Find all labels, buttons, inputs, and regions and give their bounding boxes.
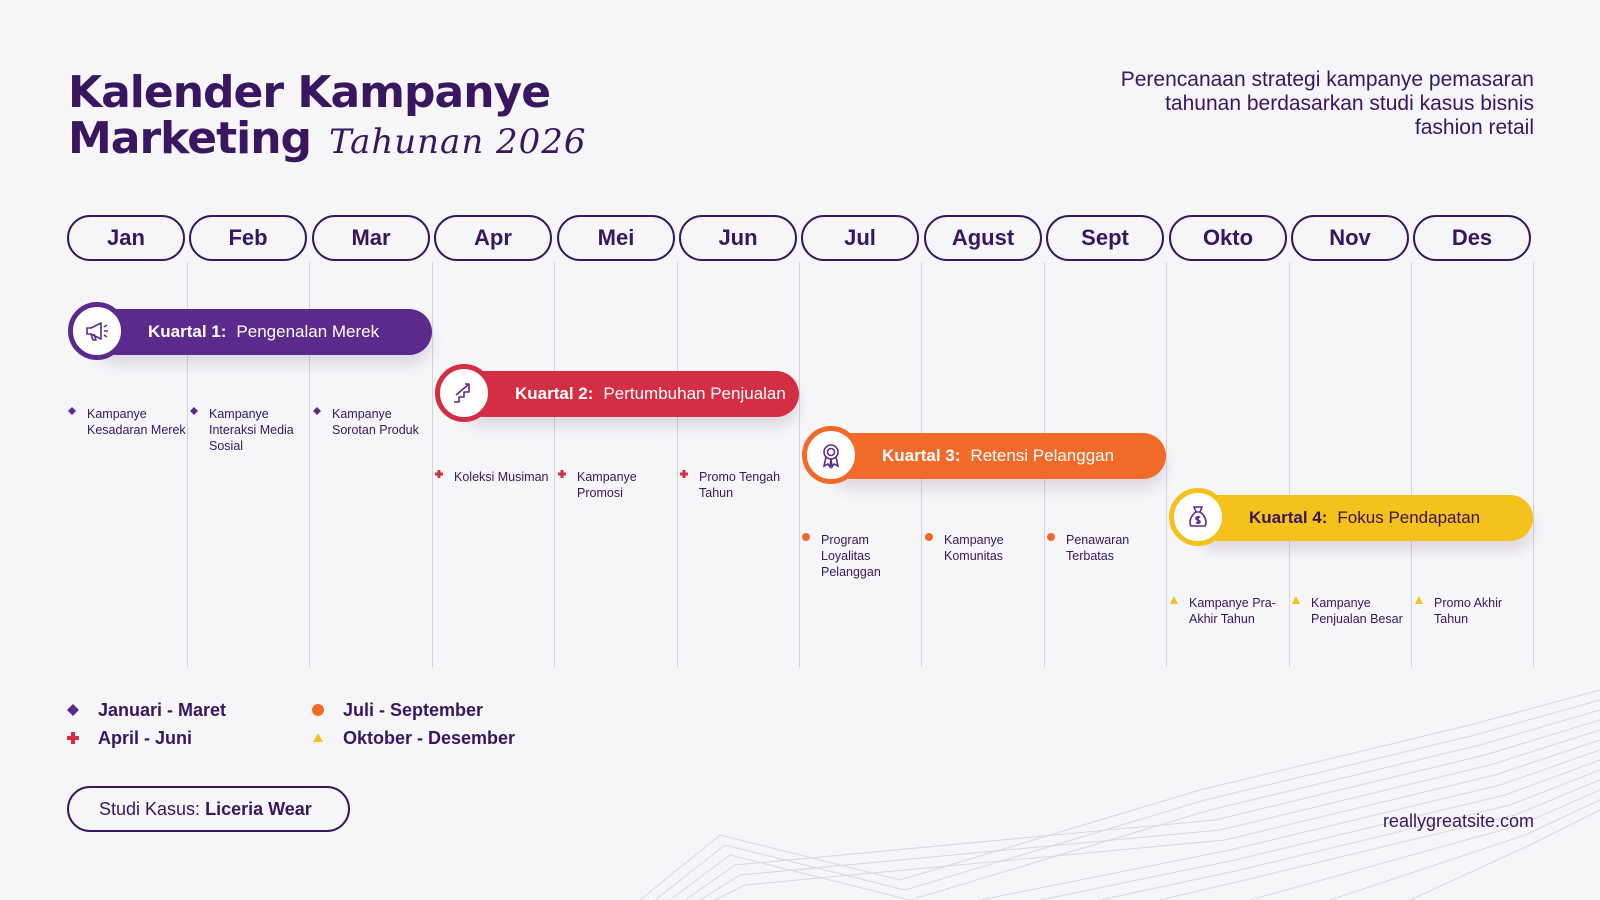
campaign-item: Promo Tengah Tahun <box>680 469 799 501</box>
quarter-1-label: Kuartal 1: <box>148 322 227 341</box>
quarter-3-fill <box>828 433 1166 479</box>
campaign-item: Promo Akhir Tahun <box>1415 595 1534 627</box>
page-title: Kalender Kampanye Marketing Tahunan 2026 <box>68 70 587 165</box>
quarter-4-name: Fokus Pendapatan <box>1337 508 1481 527</box>
triangle-marker-icon <box>313 733 323 742</box>
month-divider <box>554 262 555 667</box>
cross-marker-icon <box>558 470 566 478</box>
campaign-item-label: Kampanye Komunitas <box>944 533 1004 563</box>
campaign-item: Kampanye Komunitas <box>925 532 1044 564</box>
campaign-item-label: Kampanye Penjualan Besar <box>1311 596 1403 626</box>
campaign-item-label: Kampanye Pra-Akhir Tahun <box>1189 596 1276 626</box>
circle-marker-icon <box>925 533 933 541</box>
campaign-item-label: Penawaran Terbatas <box>1066 533 1130 563</box>
subtitle: Perencanaan strategi kampanye pemasaran … <box>1120 68 1534 139</box>
campaign-item-label: Koleksi Musiman <box>454 470 549 484</box>
quarter-2-bar: Kuartal 2: Pertumbuhan Penjualan <box>435 364 799 422</box>
title-script: Tahunan 2026 <box>329 122 587 162</box>
money-bag-icon <box>1169 488 1227 546</box>
quarter-3-name: Retensi Pelanggan <box>970 446 1115 465</box>
growth-chart-icon <box>435 364 493 422</box>
circle-marker-icon <box>802 533 810 541</box>
diamond-marker-icon <box>313 407 321 415</box>
campaign-item-label: Kampanye Kesadaran Merek <box>87 407 186 437</box>
month-divider <box>1166 262 1167 667</box>
month-sept: Sept <box>1046 215 1164 261</box>
quarter-3-label: Kuartal 3: <box>882 446 961 465</box>
month-jun: Jun <box>679 215 797 261</box>
month-apr: Apr <box>434 215 552 261</box>
month-divider <box>1533 262 1534 667</box>
triangle-marker-icon <box>1170 596 1178 604</box>
month-divider <box>677 262 678 667</box>
month-okto: Okto <box>1169 215 1287 261</box>
cross-marker-icon <box>435 470 443 478</box>
month-mar: Mar <box>312 215 430 261</box>
month-agust: Agust <box>924 215 1042 261</box>
triangle-marker-icon <box>1415 596 1423 604</box>
quarter-2-fill <box>461 371 799 417</box>
month-divider <box>799 262 800 667</box>
campaign-item: Kampanye Interaksi Media Sosial <box>190 406 309 454</box>
month-divider <box>309 262 310 667</box>
diamond-marker-icon <box>67 704 79 716</box>
case-study-prefix: Studi Kasus: <box>99 799 201 819</box>
campaign-item: Kampanye Promosi <box>558 469 677 501</box>
triangle-marker-icon <box>1292 596 1300 604</box>
campaign-item: Kampanye Pra-Akhir Tahun <box>1170 595 1289 627</box>
legend-label: Januari - Maret <box>98 700 227 720</box>
month-divider <box>432 262 433 667</box>
circle-marker-icon <box>312 704 324 716</box>
quarter-1-fill <box>94 309 432 355</box>
title-line-1: Kalender Kampanye <box>68 67 551 118</box>
title-line-2: Marketing <box>68 113 312 164</box>
campaign-item-label: Promo Tengah Tahun <box>699 470 781 500</box>
month-divider <box>187 262 188 667</box>
case-study-name: Liceria Wear <box>205 799 312 819</box>
campaign-item-label: Kampanye Sorotan Produk <box>332 407 419 437</box>
quarter-3-bar: Kuartal 3: Retensi Pelanggan <box>802 426 1166 484</box>
month-jan: Jan <box>67 215 185 261</box>
quarter-2-label: Kuartal 2: <box>515 384 594 403</box>
month-header-row: Jan Feb Mar Apr Mei Jun Jul Agust Sept O… <box>67 215 1533 265</box>
cross-marker-icon <box>680 470 688 478</box>
quarter-2-name: Pertumbuhan Penjualan <box>603 384 786 403</box>
award-badge-icon <box>802 426 860 484</box>
quarter-1-bar: Kuartal 1: Pengenalan Merek <box>68 302 432 360</box>
campaign-item: Koleksi Musiman <box>435 469 554 485</box>
campaign-item-label: Program Loyalitas Pelanggan <box>821 533 881 579</box>
month-mei: Mei <box>557 215 675 261</box>
diamond-marker-icon <box>190 407 198 415</box>
campaign-item-label: Kampanye Promosi <box>577 470 637 500</box>
campaign-item: Kampanye Kesadaran Merek <box>68 406 187 438</box>
legend-label: April - Juni <box>98 728 192 748</box>
cross-marker-icon <box>67 732 79 744</box>
megaphone-icon <box>68 302 126 360</box>
circle-marker-icon <box>1047 533 1055 541</box>
month-des: Des <box>1413 215 1531 261</box>
campaign-item: Kampanye Penjualan Besar <box>1292 595 1411 627</box>
month-nov: Nov <box>1291 215 1409 261</box>
month-divider <box>1289 262 1290 667</box>
month-jul: Jul <box>801 215 919 261</box>
month-divider <box>1411 262 1412 667</box>
quarter-4-bar: Kuartal 4: Fokus Pendapatan <box>1169 488 1533 546</box>
quarter-1-name: Pengenalan Merek <box>236 322 380 341</box>
quarter-4-fill <box>1195 495 1533 541</box>
campaign-item: Penawaran Terbatas <box>1047 532 1166 564</box>
website-link[interactable]: reallygreatsite.com <box>1382 811 1534 831</box>
case-study-badge: Studi Kasus: Liceria Wear <box>67 786 350 832</box>
campaign-item: Program Loyalitas Pelanggan <box>802 532 921 580</box>
legend-label: Juli - September <box>343 700 484 720</box>
campaign-item-label: Promo Akhir Tahun <box>1434 596 1503 626</box>
campaign-item: Kampanye Sorotan Produk <box>313 406 432 438</box>
quarter-4-label: Kuartal 4: <box>1249 508 1328 527</box>
legend-label: Oktober - Desember <box>343 728 516 748</box>
month-feb: Feb <box>189 215 307 261</box>
diamond-marker-icon <box>68 407 76 415</box>
campaign-item-label: Kampanye Interaksi Media Sosial <box>209 407 294 453</box>
